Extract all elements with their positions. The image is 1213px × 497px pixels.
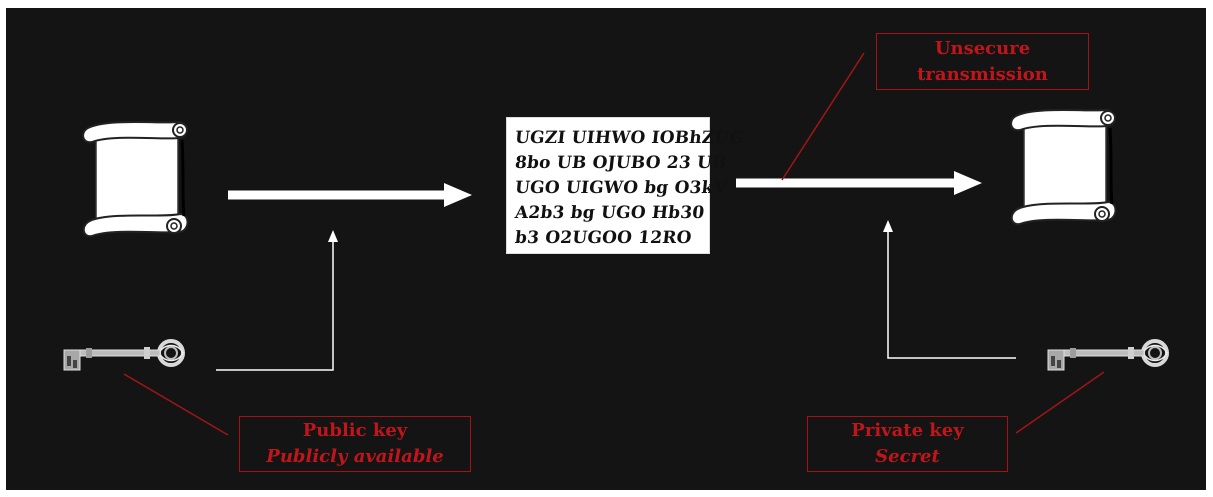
unsecure-line1: Unsecure	[934, 37, 1031, 59]
ciphertext-line: A2b3 bg UGO Hb30	[514, 203, 706, 223]
public-key-icon	[62, 339, 185, 372]
public-key-label: Public key Publicly available	[239, 416, 471, 472]
ciphertext-line: 8bo UB OJUBO 23 UB	[514, 153, 728, 173]
public-key-connector	[216, 230, 338, 371]
public-key-subtitle: Publicly available	[266, 446, 444, 467]
private-key-subtitle: Secret	[875, 446, 940, 467]
diagram-graphics	[62, 52, 1169, 436]
diagram-canvas: UGZI UIHWO IOBhZUG 8bo UB OJUBO 23 UB UG…	[6, 8, 1206, 490]
transmission-arrow	[736, 171, 982, 195]
ciphertext-line: UGO UIGWO bg O3kV	[514, 178, 728, 198]
private-key-icon	[1046, 339, 1169, 372]
encrypt-arrow	[228, 183, 472, 207]
unsecure-line2: transmission	[917, 63, 1048, 85]
private-key-connector	[883, 220, 1016, 359]
public-key-callout-line	[123, 373, 229, 436]
unsecure-callout-line	[781, 52, 865, 181]
scroll-decrypted-icon	[1009, 108, 1117, 226]
ciphertext-line: b3 O2UGOO 12RO	[514, 228, 693, 248]
unsecure-transmission-label: Unsecure transmission	[876, 33, 1089, 90]
private-key-label: Private key Secret	[807, 416, 1008, 472]
ciphertext-line: UGZI UIHWO IOBhZUG	[514, 128, 746, 148]
ciphertext-block: UGZI UIHWO IOBhZUG 8bo UB OJUBO 23 UB UG…	[506, 117, 746, 254]
scroll-plaintext-icon	[81, 120, 189, 238]
private-key-title: Private key	[851, 420, 964, 441]
private-key-callout-line	[1015, 371, 1105, 434]
public-key-title: Public key	[302, 420, 408, 441]
